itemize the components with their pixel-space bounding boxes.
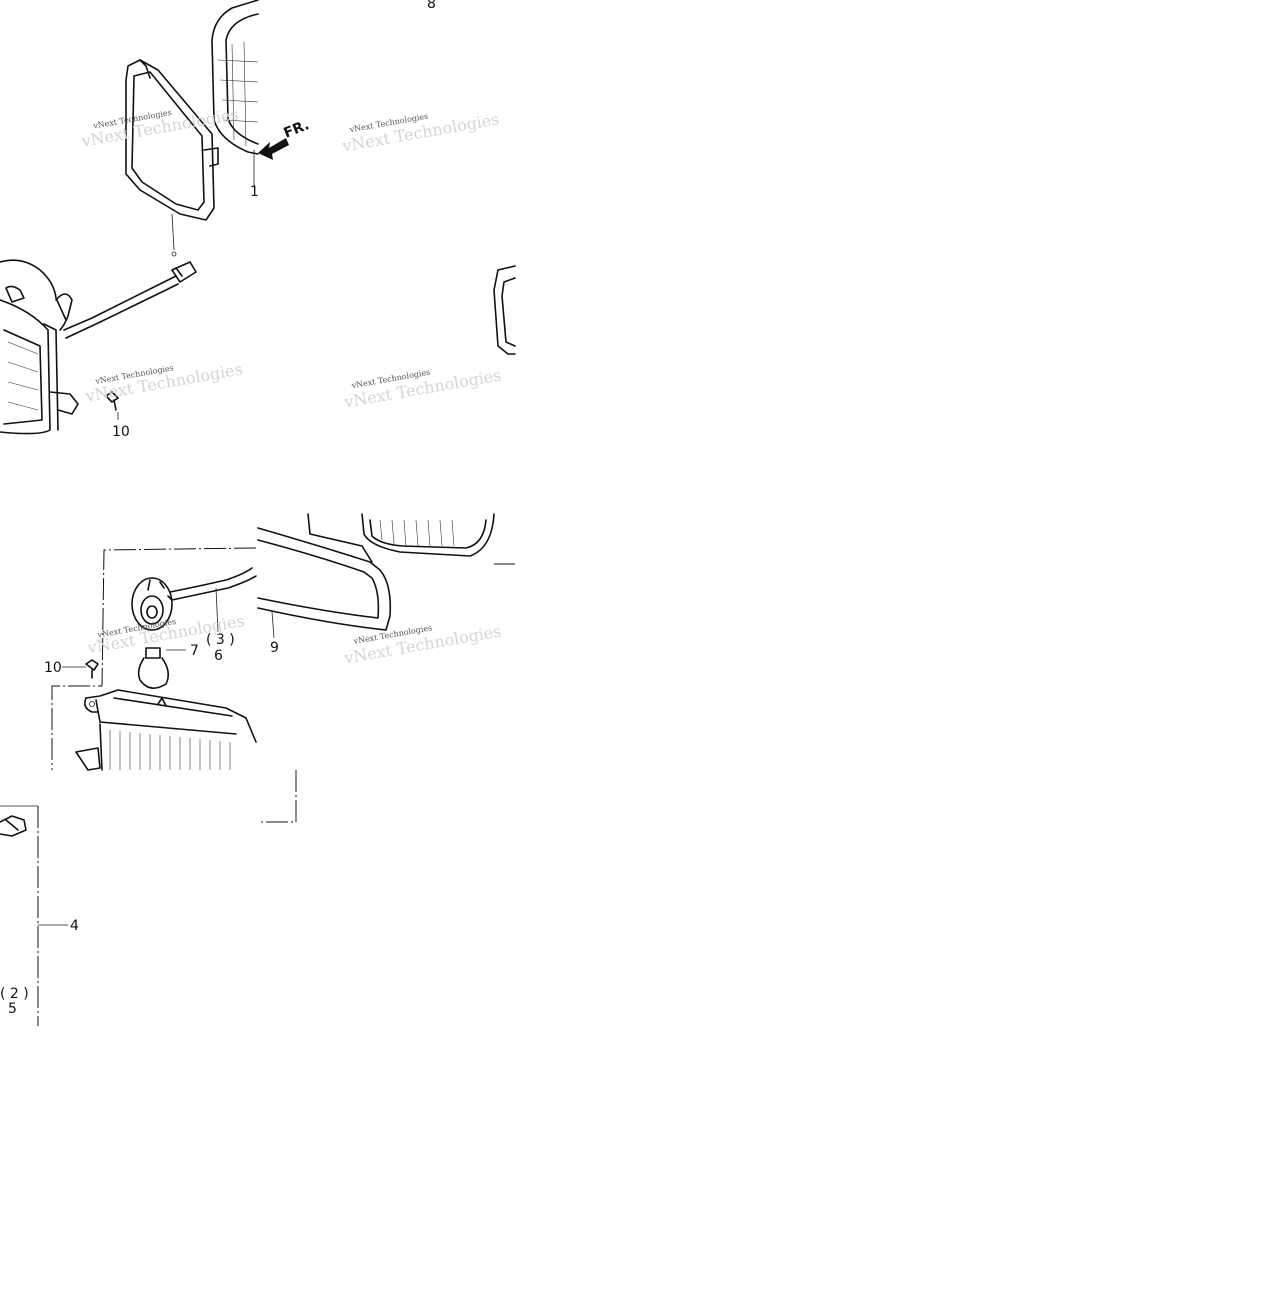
callout-6: 6 xyxy=(214,648,223,664)
callout-3-quantity: ( 3 ) xyxy=(206,632,235,648)
callout-5-quantity: ( 2 ) xyxy=(0,986,29,1002)
watermark-4: vNext Technologies vNext Technologies xyxy=(342,365,503,411)
turn-signal-housing xyxy=(75,689,257,771)
callout-10-bottom: 10 xyxy=(44,660,62,676)
callout-7: 7 xyxy=(190,643,199,659)
callout-10-top: 10 xyxy=(112,424,130,440)
callout-9: 9 xyxy=(270,640,279,656)
headlight-unit xyxy=(0,259,197,435)
front-direction-indicator: FR. xyxy=(258,117,312,160)
turn-signal-assembly-box xyxy=(51,547,257,770)
lower-bracket-line xyxy=(258,770,297,823)
watermark-1: vNext Technologies vNext Technologies xyxy=(79,104,240,150)
turn-signal-lens-part-9 xyxy=(257,513,515,639)
callout-4: 4 xyxy=(70,918,79,934)
bulb-part-7 xyxy=(137,647,186,689)
front-direction-label: FR. xyxy=(282,117,312,142)
side-bezel-partial xyxy=(493,265,516,355)
headlight-lens-part-1 xyxy=(211,0,259,186)
callout-8: 8 xyxy=(427,0,436,12)
watermark-6: vNext Technologies vNext Technologies xyxy=(342,621,503,667)
watermark-3: vNext Technologies vNext Technologies xyxy=(83,359,244,405)
callout-1: 1 xyxy=(250,184,259,200)
connector-part-5 xyxy=(0,805,68,1026)
bulb-socket-part-6 xyxy=(131,567,257,633)
callout-5: 5 xyxy=(8,1001,17,1017)
screw-part-10-top xyxy=(105,391,119,420)
headlight-mounting-frame xyxy=(125,59,219,257)
watermark-2: vNext Technologies vNext Technologies xyxy=(340,109,501,155)
screw-part-10-bottom xyxy=(62,659,99,679)
